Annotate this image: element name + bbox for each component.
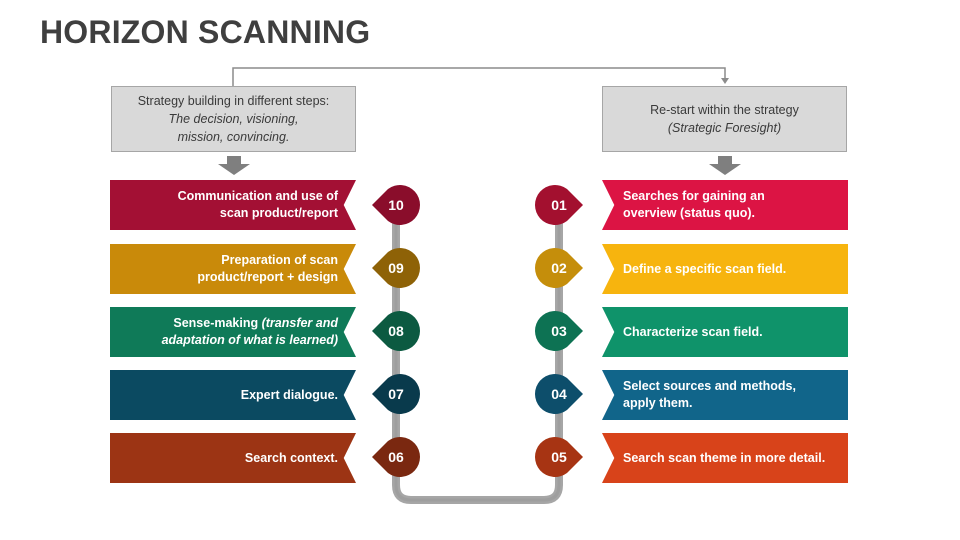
step-03-text: Characterize scan field. xyxy=(623,324,763,339)
badge-06-number: 06 xyxy=(388,449,404,465)
restart-connector xyxy=(232,67,726,86)
step-10-text: Communication and use of scan product/re… xyxy=(177,189,338,220)
step-04-box: Select sources and methods, apply them. xyxy=(602,370,848,420)
step-10-box: Communication and use of scan product/re… xyxy=(110,180,356,230)
badge-10 xyxy=(372,185,420,225)
strategy-building-box: Strategy building in different steps: Th… xyxy=(111,86,356,152)
badge-08 xyxy=(372,311,420,351)
step-01-box: Searches for gaining an overview (status… xyxy=(602,180,848,230)
badge-09 xyxy=(372,247,420,288)
badge-05 xyxy=(535,436,583,478)
badge-03-number: 03 xyxy=(551,323,567,339)
badge-01-number: 01 xyxy=(551,197,567,213)
badge-10-number: 10 xyxy=(388,197,404,213)
strategy-building-line1: Strategy building in different steps: xyxy=(137,94,330,108)
badge-02 xyxy=(535,247,583,288)
step-09-box: Preparation of scan product/report + des… xyxy=(110,244,356,294)
step-08-text-italic: (transfer and adaptation of what is lear… xyxy=(161,316,338,347)
step-02-text: Define a specific scan field. xyxy=(623,261,787,276)
badge-03 xyxy=(534,311,583,351)
badge-02-number: 02 xyxy=(551,260,567,276)
restart-strategy-line2: (Strategic Foresight) xyxy=(667,121,782,135)
strategy-building-line2: The decision, visioning, xyxy=(168,112,299,126)
restart-strategy-line1: Re-start within the strategy xyxy=(650,103,799,117)
badge-07 xyxy=(372,374,420,415)
restart-arrowhead xyxy=(721,78,729,84)
badge-09-number: 09 xyxy=(388,260,404,276)
step-07-box: Expert dialogue. xyxy=(110,370,356,420)
badge-05-number: 05 xyxy=(551,449,567,465)
step-06-text: Search context. xyxy=(244,450,338,465)
strategy-building-line3: mission, convincing. xyxy=(177,130,290,144)
badge-04-number: 04 xyxy=(551,386,567,402)
badge-06 xyxy=(372,436,420,478)
step-07-text: Expert dialogue. xyxy=(240,387,338,402)
step-05-box: Search scan theme in more detail. xyxy=(602,433,848,483)
left-down-arrow xyxy=(218,156,250,175)
step-01-text: Searches for gaining an overview (status… xyxy=(623,189,765,220)
page-title: HORIZON SCANNING xyxy=(40,14,371,50)
step-08-box: Sense-making (transfer and adaptation of… xyxy=(110,307,356,357)
restart-strategy-box: Re-start within the strategy (Strategic … xyxy=(602,86,847,152)
badge-08-number: 08 xyxy=(388,323,404,339)
step-03-box: Characterize scan field. xyxy=(602,307,848,357)
u-track xyxy=(392,205,563,504)
step-04-text: Select sources and methods, apply them. xyxy=(623,379,796,410)
badge-07-number: 07 xyxy=(388,386,404,402)
step-09-text: Preparation of scan product/report + des… xyxy=(197,253,338,284)
badge-01 xyxy=(534,185,583,225)
badge-04 xyxy=(534,374,583,415)
step-05-text: Search scan theme in more detail. xyxy=(623,450,826,465)
step-08-text-main: Sense-making xyxy=(173,316,262,330)
step-06-box: Search context. xyxy=(110,433,356,483)
step-02-box: Define a specific scan field. xyxy=(602,244,848,294)
step-08-text: Sense-making (transfer and adaptation of… xyxy=(148,315,338,349)
right-down-arrow xyxy=(709,156,741,175)
